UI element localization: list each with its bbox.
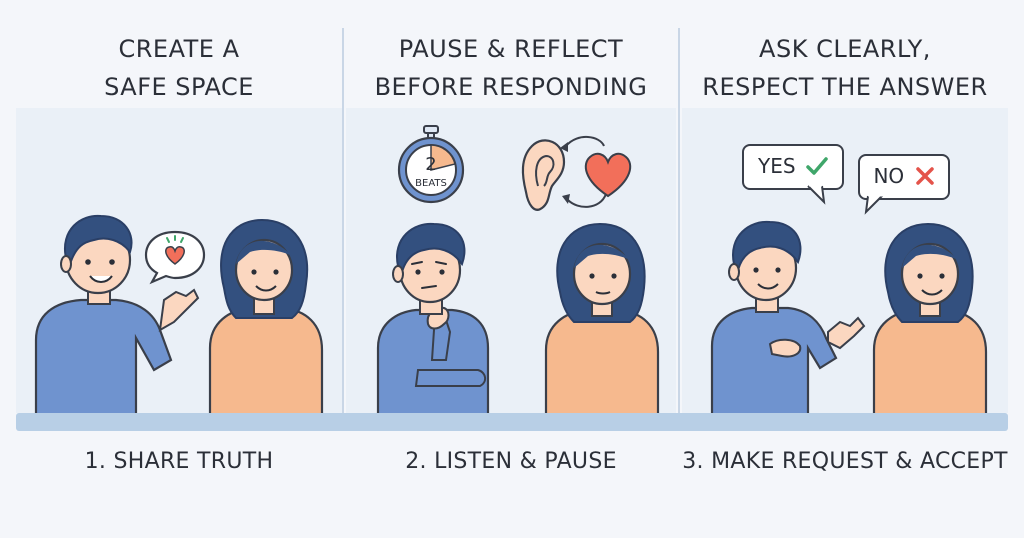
heart-icon bbox=[584, 152, 632, 198]
divider-1 bbox=[342, 28, 344, 413]
panel-2-thinking-figure bbox=[376, 222, 490, 417]
check-icon bbox=[806, 157, 828, 175]
panel-3-heading: ASK CLEARLY, RESPECT THE ANSWER bbox=[702, 35, 988, 101]
yes-label: YES bbox=[758, 154, 796, 178]
no-bubble: NO bbox=[858, 154, 950, 200]
yes-bubble: YES bbox=[742, 144, 844, 190]
panel-2-caption: 2. LISTEN & PAUSE bbox=[405, 449, 617, 474]
panel-1-speaker-figure bbox=[34, 214, 200, 417]
panel-3-responder-figure bbox=[872, 222, 988, 417]
stopwatch-icon: 2 BEATS bbox=[397, 125, 465, 204]
timer-number: 2 bbox=[425, 154, 436, 175]
cross-icon bbox=[915, 167, 934, 185]
timer-label: BEATS bbox=[415, 178, 447, 189]
ear-icon bbox=[521, 139, 566, 211]
panel-2-speaker-figure bbox=[544, 222, 660, 417]
panel-1-heading: CREATE A SAFE SPACE bbox=[104, 35, 254, 101]
no-bubble-tail bbox=[864, 193, 883, 215]
speech-heart-icon bbox=[144, 230, 206, 285]
cycle-arrow-icon bbox=[560, 136, 607, 208]
panel-3-requester-figure bbox=[710, 220, 866, 417]
divider-2 bbox=[678, 28, 680, 413]
no-label: NO bbox=[873, 164, 905, 188]
panel-3-caption: 3. MAKE REQUEST & ACCEPT bbox=[682, 449, 1008, 474]
yes-bubble-tail bbox=[807, 183, 826, 205]
floor-strip bbox=[16, 413, 1008, 431]
panel-1-caption: 1. SHARE TRUTH bbox=[84, 449, 274, 474]
panel-1-listener-figure bbox=[208, 218, 324, 417]
panel-2-heading: PAUSE & REFLECT BEFORE RESPONDING bbox=[374, 35, 648, 101]
